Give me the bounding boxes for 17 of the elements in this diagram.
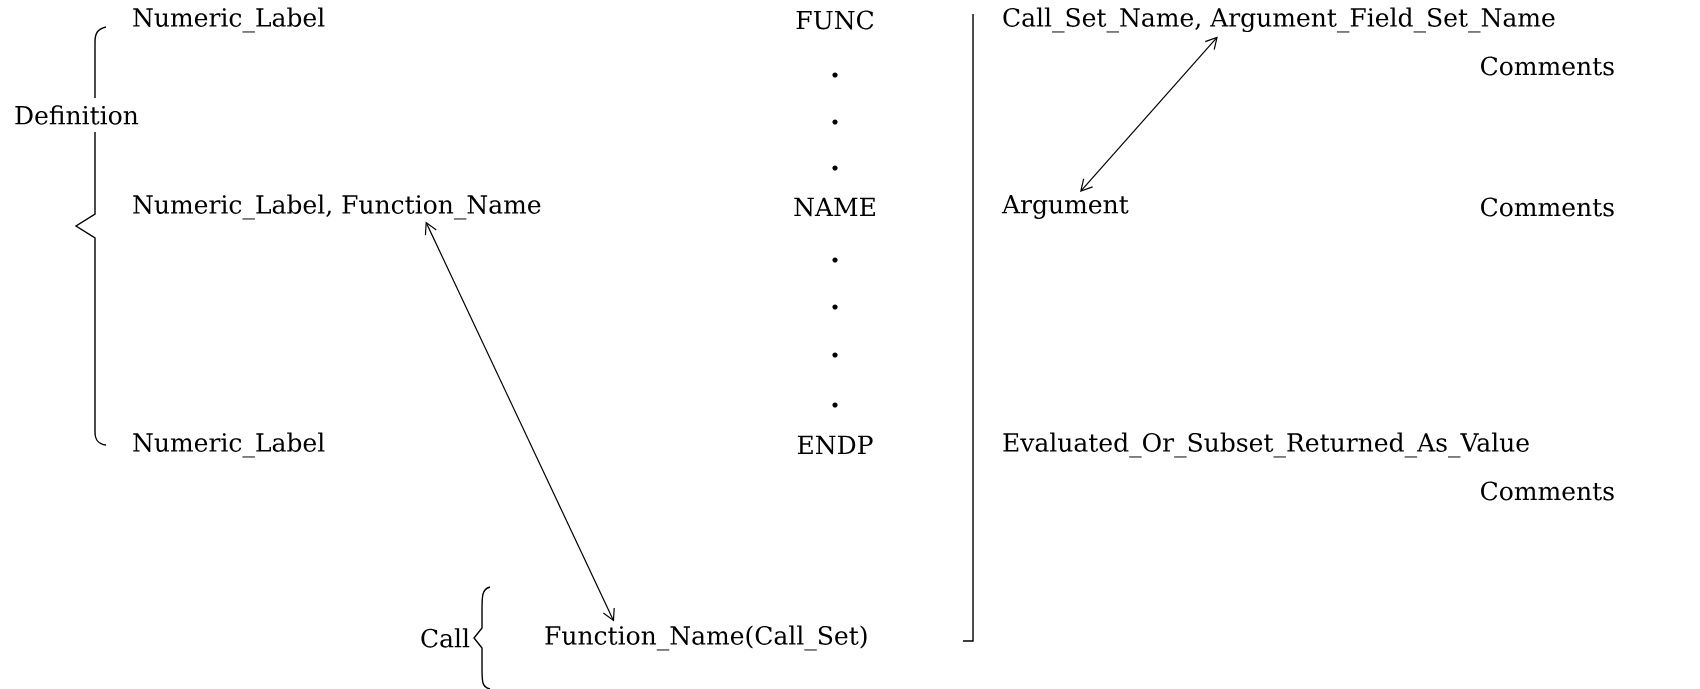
group-label: Call	[421, 628, 470, 648]
comment-label: Comments	[1481, 481, 1614, 501]
keyword-label: ENDP	[797, 435, 873, 455]
code-text: Argument	[1001, 195, 1129, 219]
code-text: Function_Name(Call_Set)	[545, 625, 867, 651]
keyword-label: NAME	[794, 197, 875, 217]
arrow	[1080, 36, 1218, 193]
comment-label: Comments	[1481, 56, 1614, 76]
code-text: Numeric_Label, Function_Name	[133, 194, 541, 220]
arrow	[424, 221, 615, 622]
field-label: Numeric_Label	[133, 7, 325, 33]
comment-label: Comments	[1481, 197, 1614, 217]
field-label: Evaluated_Or_Subset_Returned_As_Value	[1003, 432, 1529, 458]
keyword-label: FUNC	[796, 10, 874, 30]
group-label: Definition	[15, 105, 139, 125]
code-text: Call_Set_Name, Argument_Field_Set_Name	[1003, 7, 1555, 33]
field-label: Numeric_Label	[133, 432, 325, 458]
